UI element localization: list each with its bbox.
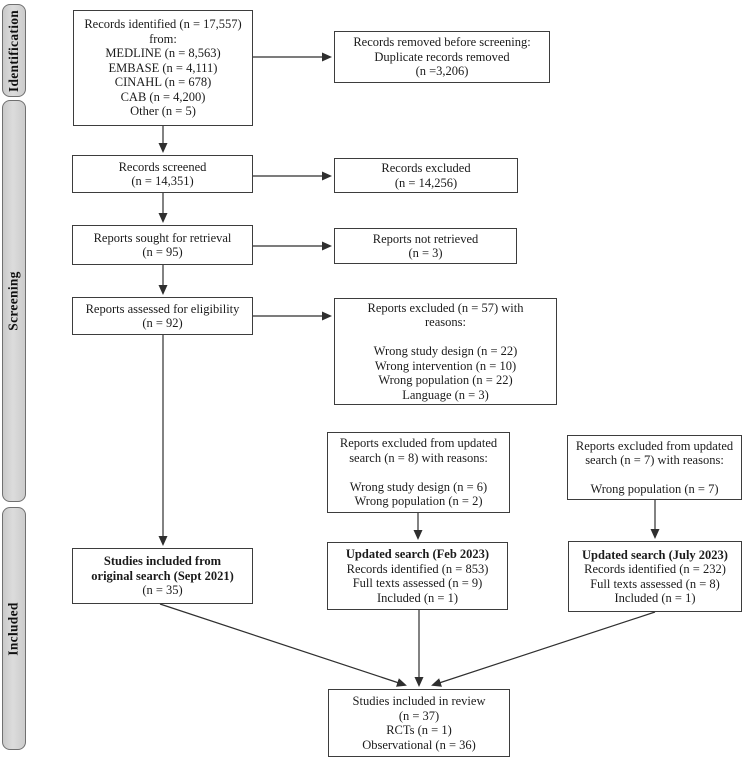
box-records-screened: Records screened (n = 14,351) — [72, 155, 253, 193]
box-line: original search (Sept 2021) — [91, 568, 234, 583]
box-line: CAB (n = 4,200) — [120, 89, 206, 104]
box-line: Full texts assessed (n = 9) — [352, 576, 483, 590]
box-records-excluded: Records excluded (n = 14,256) — [334, 158, 518, 193]
box-line: Records excluded — [381, 161, 471, 175]
box-line: (n = 14,256) — [394, 175, 458, 190]
stage-tab-identification: Identification — [2, 4, 26, 97]
box-line: Wrong study design (n = 22) — [373, 344, 518, 359]
box-line: Included (n = 1) — [614, 591, 696, 605]
box-line: Wrong population (n = 7) — [590, 482, 719, 496]
arrow-updated-july-to-review — [431, 611, 656, 687]
box-line: Included (n = 1) — [377, 590, 458, 605]
box-updated-search-feb: Updated search (Feb 2023) Records identi… — [327, 542, 508, 610]
box-updated-excluded-feb: Reports excluded from updated search (n … — [327, 432, 510, 513]
box-reports-assessed: Reports assessed for eligibility (n = 92… — [72, 297, 253, 335]
box-line: Records screened — [118, 159, 207, 174]
box-line: EMBASE (n = 4,111) — [108, 60, 218, 75]
box-line: Wrong intervention (n = 10) — [374, 358, 517, 373]
box-line: Studies included in review — [352, 694, 486, 708]
box-line: CINAHL (n = 678) — [114, 75, 212, 90]
box-line: Reports not retrieved — [372, 231, 479, 246]
box-line: Other (n = 5) — [130, 104, 196, 119]
box-line: Studies included from — [103, 554, 222, 569]
box-line: reasons: — [425, 315, 466, 330]
box-line: MEDLINE (n = 8,563) — [105, 46, 221, 61]
box-line: Observational (n = 36) — [362, 737, 476, 752]
box-line: (n = 92) — [142, 316, 183, 330]
box-studies-original: Studies included from original search (S… — [72, 548, 253, 604]
arrow-original-to-review — [159, 603, 407, 687]
box-reports-excluded-reasons: Reports excluded (n = 57) with reasons: … — [334, 298, 557, 405]
stage-label-screening: Screening — [6, 271, 22, 331]
box-line: from: — [149, 31, 177, 46]
box-records-removed: Records removed before screening: Duplic… — [334, 31, 550, 83]
box-updated-excluded-july: Reports excluded from updated search (n … — [567, 435, 742, 500]
box-line: Records identified (n = 17,557) — [84, 17, 242, 32]
box-line: RCTs (n = 1) — [386, 723, 452, 737]
box-line: (n = 14,351) — [131, 174, 194, 188]
box-line: Reports sought for retrieval — [93, 230, 232, 245]
box-line: (n = 95) — [142, 245, 183, 259]
box-updated-search-july: Updated search (July 2023) Records ident… — [568, 541, 742, 612]
stage-label-included: Included — [6, 601, 22, 656]
box-studies-in-review: Studies included in review (n = 37) RCTs… — [328, 689, 510, 757]
box-line: Records identified (n = 853) — [346, 561, 489, 576]
box-line: Reports assessed for eligibility — [85, 301, 240, 316]
box-line: Records identified (n = 232) — [584, 562, 726, 576]
box-line: (n =3,206) — [415, 64, 469, 79]
box-records-identified: Records identified (n = 17,557) from: ME… — [73, 10, 253, 126]
box-line: Updated search (Feb 2023) — [345, 547, 490, 561]
box-line: search (n = 7) with reasons: — [585, 453, 724, 467]
box-line: Reports excluded from updated — [339, 436, 498, 451]
box-line: Reports excluded (n = 57) with — [367, 300, 524, 315]
box-line: (n = 35) — [142, 583, 183, 598]
box-line: Records removed before screening: — [353, 35, 531, 50]
box-line: Wrong population (n = 2) — [354, 494, 483, 509]
box-line: (n = 3) — [408, 246, 443, 260]
box-line: Updated search (July 2023) — [582, 547, 728, 562]
box-line: Duplicate records removed — [374, 49, 510, 64]
box-line: Wrong study design (n = 6) — [349, 479, 488, 494]
box-reports-not-retrieved: Reports not retrieved (n = 3) — [334, 228, 517, 264]
box-line: Wrong population (n = 22) — [378, 373, 513, 388]
box-line: Reports excluded from updated — [575, 438, 734, 453]
box-line: Full texts assessed (n = 8) — [590, 576, 720, 591]
box-line: Language (n = 3) — [402, 387, 489, 402]
box-line: search (n = 8) with reasons: — [349, 450, 488, 465]
stage-label-identification: Identification — [6, 9, 22, 92]
stage-tab-screening: Screening — [2, 100, 26, 502]
stage-tab-included: Included — [2, 507, 26, 750]
box-reports-sought: Reports sought for retrieval (n = 95) — [72, 225, 253, 265]
box-line: (n = 37) — [398, 708, 440, 723]
